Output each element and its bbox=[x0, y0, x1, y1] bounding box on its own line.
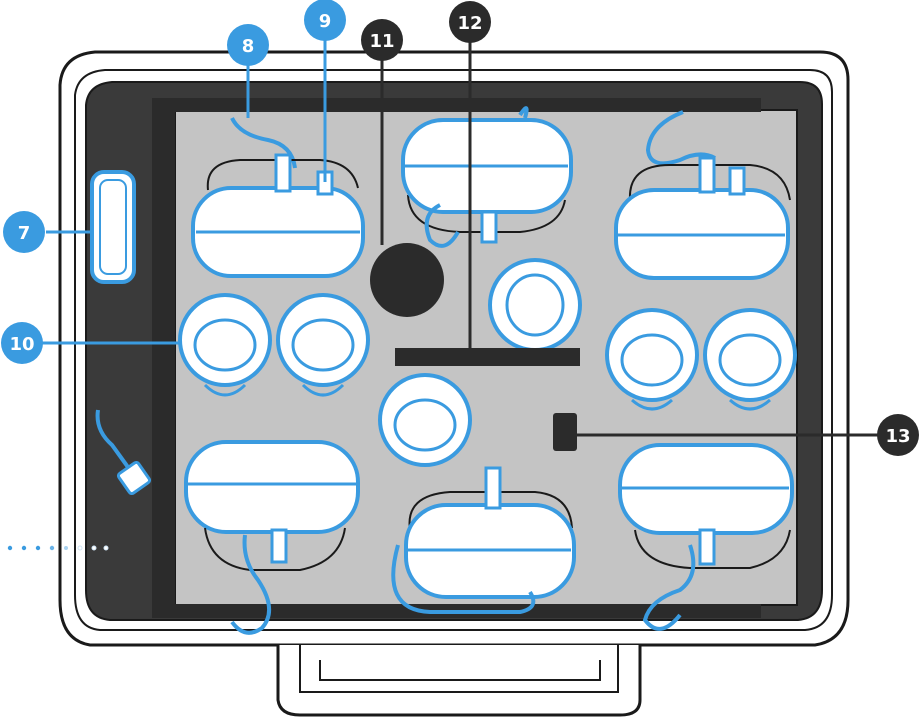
controller-icon bbox=[178, 293, 272, 397]
dotted-trail bbox=[7, 545, 109, 551]
controller-icon bbox=[276, 293, 370, 397]
case-handle bbox=[276, 645, 642, 717]
vr-headset-icon bbox=[191, 117, 365, 278]
callout-label-9: 9 bbox=[319, 11, 332, 32]
callout-badge-13: 13 bbox=[877, 414, 919, 456]
cutouts bbox=[370, 243, 580, 451]
callout-badge-11: 11 bbox=[361, 19, 403, 61]
headset-group bbox=[184, 106, 794, 635]
callout-badge-7: 7 bbox=[3, 211, 45, 253]
callout-circle-13 bbox=[877, 414, 919, 456]
callout-badge-9: 9 bbox=[304, 0, 346, 41]
callout-lines bbox=[37, 36, 880, 437]
callout-label-11: 11 bbox=[369, 31, 394, 52]
vr-headset-icon bbox=[184, 440, 360, 635]
callout-label-10: 10 bbox=[9, 334, 34, 355]
controller-group bbox=[178, 258, 797, 467]
callout-badge-12: 12 bbox=[449, 1, 491, 43]
callout-circle-9 bbox=[304, 0, 346, 41]
charging-dock-icon bbox=[90, 170, 136, 284]
vr-headset-icon bbox=[391, 466, 576, 614]
controller-icon bbox=[703, 308, 797, 411]
controller-icon bbox=[378, 373, 472, 467]
callout-badge-10: 10 bbox=[1, 322, 43, 364]
usb-cable-icon bbox=[95, 409, 152, 496]
callout-circle-10 bbox=[1, 322, 43, 364]
callout-label-12: 12 bbox=[457, 13, 482, 34]
slot-icon bbox=[395, 348, 580, 366]
vr-headset-icon bbox=[614, 110, 791, 280]
round-pouch-icon bbox=[370, 243, 444, 317]
callout-circle-7 bbox=[3, 211, 45, 253]
controller-icon bbox=[488, 258, 582, 352]
callout-badge-8: 8 bbox=[227, 24, 269, 66]
callout-circle-12 bbox=[449, 1, 491, 43]
charger-block-icon bbox=[553, 413, 577, 451]
callout-label-7: 7 bbox=[18, 223, 31, 244]
callout-badges: 7 8 9 10 11 12 13 bbox=[1, 0, 919, 456]
vr-headset-icon bbox=[401, 106, 573, 248]
side-compartment bbox=[90, 170, 152, 496]
controller-icon bbox=[605, 308, 699, 411]
callout-label-13: 13 bbox=[885, 426, 910, 447]
callout-label-8: 8 bbox=[242, 36, 255, 57]
vr-headset-icon bbox=[618, 443, 794, 631]
callout-circle-8 bbox=[227, 24, 269, 66]
callout-circle-11 bbox=[361, 19, 403, 61]
